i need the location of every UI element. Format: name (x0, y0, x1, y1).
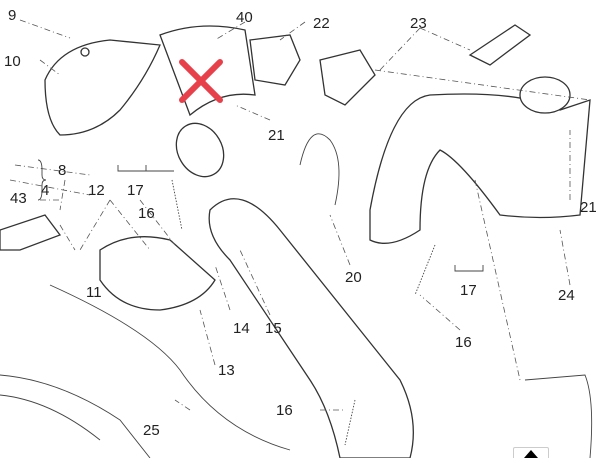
heat-shield (44, 39, 161, 136)
callout-43: 43 (10, 190, 27, 207)
callout-20: 20 (345, 269, 362, 286)
callout-13: 13 (218, 362, 235, 379)
leader-lines (9, 19, 591, 411)
callout-16-right: 16 (455, 334, 472, 351)
gasket-23 (319, 49, 376, 106)
callout-16-bottom: 16 (276, 402, 293, 419)
callout-24: 24 (558, 287, 575, 304)
callout-23: 23 (410, 15, 427, 32)
callout-12: 12 (88, 182, 105, 199)
callout-9: 9 (8, 7, 16, 24)
callout-25: 25 (143, 422, 160, 439)
clamp-collar (175, 122, 225, 178)
callout-11: 11 (86, 284, 102, 301)
bracket-4 (0, 214, 62, 251)
callout-4: 4 (41, 182, 49, 199)
triangle-up-icon (524, 450, 538, 458)
spring-16a (171, 179, 183, 231)
callout-16: 16 (138, 205, 155, 222)
callout-40: 40 (236, 9, 253, 26)
rear-pipe-24 (369, 93, 591, 244)
brace-4 (37, 159, 47, 201)
heat-guard-13 (99, 236, 216, 311)
spring-16b (414, 244, 436, 296)
bracket-17b (454, 265, 484, 272)
cable-25 (49, 284, 291, 451)
callout-14: 14 (233, 320, 250, 337)
callout-22: 22 (313, 15, 330, 32)
callout-8: 8 (58, 162, 66, 179)
bracket-17a (117, 165, 174, 172)
callout-15: 15 (265, 320, 282, 337)
removed-part-marker-icon (179, 59, 223, 103)
callout-17-right: 17 (460, 282, 477, 299)
screw-hole (80, 47, 90, 57)
callout-21: 21 (268, 127, 285, 144)
callout-10: 10 (4, 53, 21, 70)
oxygen-sensor-20 (299, 133, 340, 206)
gasket-22 (249, 34, 301, 86)
scroll-to-top-button[interactable] (513, 447, 549, 458)
gasket-23b (468, 24, 532, 66)
frame-lower-left (0, 374, 151, 458)
oxygen-sensor-lower (524, 374, 593, 458)
pipe-outlet (519, 76, 571, 114)
callout-21-right: 21 (580, 199, 597, 216)
callout-17: 17 (127, 182, 144, 199)
